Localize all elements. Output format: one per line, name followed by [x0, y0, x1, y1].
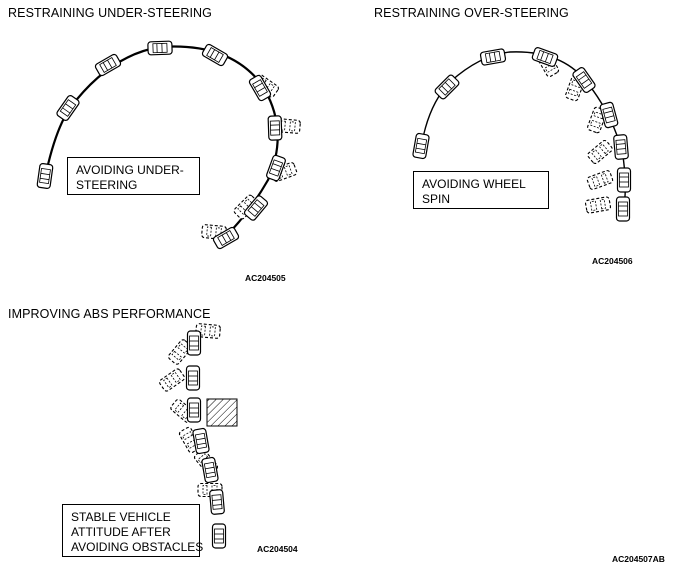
abs-callout-line-2: ATTITUDE AFTER [71, 525, 171, 539]
understeer-callout-line-2: STEERING [76, 178, 138, 192]
understeer-code: AC204505 [245, 273, 286, 283]
obstacle [206, 398, 238, 427]
oversteer-callout-line-2: SPIN [422, 192, 451, 206]
abs-code: AC204504 [257, 544, 298, 554]
oversteer-diagram [411, 46, 632, 222]
understeer-diagram [36, 40, 302, 251]
abs-diagram [157, 322, 238, 549]
understeer-callout-line-1: AVOIDING UNDER- [76, 163, 184, 177]
abs-callout-line-1: STABLE VEHICLE [71, 510, 171, 524]
figure-code: AC204507AB [612, 554, 665, 564]
abs-title: IMPROVING ABS PERFORMANCE [8, 307, 211, 321]
abs-callout-line-3: AVOIDING OBSTACLES [71, 540, 204, 554]
oversteer-code: AC204506 [592, 256, 633, 266]
oversteer-title: RESTRAINING OVER-STEERING [374, 6, 569, 20]
oversteer-callout: AVOIDING WHEEL SPIN [413, 171, 549, 209]
abs-callout: STABLE VEHICLE ATTITUDE AFTER AVOIDING O… [62, 504, 204, 557]
understeer-title: RESTRAINING UNDER-STEERING [8, 6, 213, 20]
understeer-callout: AVOIDING UNDER- STEERING [67, 157, 200, 195]
oversteer-callout-line-1: AVOIDING WHEEL [422, 177, 526, 191]
